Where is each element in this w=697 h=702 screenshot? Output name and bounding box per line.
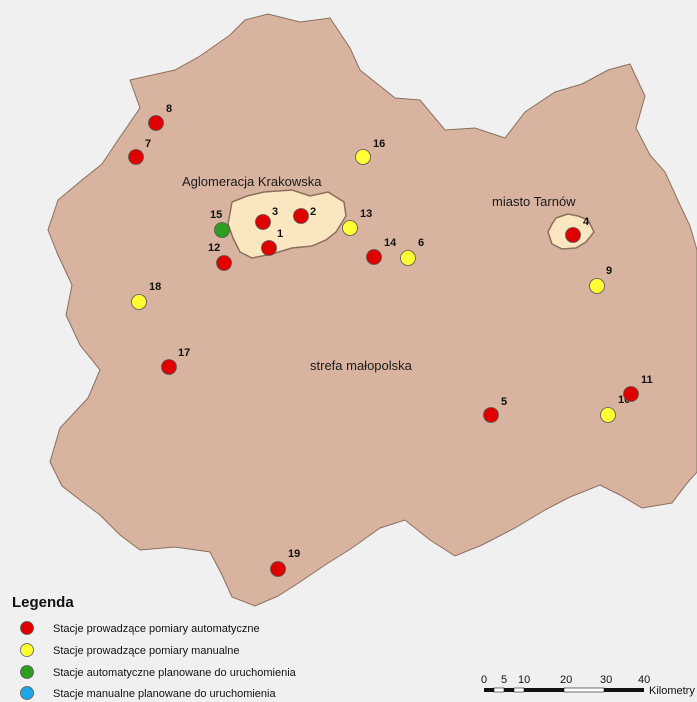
legend-title: Legenda bbox=[12, 594, 74, 611]
station-label-2: 2 bbox=[310, 206, 316, 218]
station-label-11: 11 bbox=[641, 374, 653, 386]
scale-seg-1 bbox=[484, 688, 494, 692]
scale-seg-6 bbox=[563, 687, 605, 693]
legend-dot-auto bbox=[20, 621, 34, 635]
scale-seg-7 bbox=[604, 688, 644, 692]
station-label-13: 13 bbox=[360, 208, 372, 220]
scale-bar: 0 5 10 20 30 40 Kilometry bbox=[481, 674, 695, 697]
legend-label-auto: Stacje prowadzące pomiary automatyczne bbox=[53, 623, 260, 635]
legend-label-manual-planned: Stacje manualne planowane do uruchomieni… bbox=[53, 688, 276, 700]
scale-unit: Kilometry bbox=[649, 685, 695, 697]
station-marker-5[interactable]: 5 bbox=[483, 396, 508, 423]
station-label-18: 18 bbox=[149, 281, 161, 293]
station-label-8: 8 bbox=[166, 103, 172, 115]
scale-seg-4 bbox=[513, 687, 525, 693]
legend: Legenda Stacje prowadzące pomiary automa… bbox=[12, 594, 297, 700]
legend-dot-auto-planned bbox=[20, 665, 34, 679]
scale-tick-5: 5 bbox=[501, 674, 507, 686]
station-marker-1[interactable]: 1 bbox=[261, 228, 284, 256]
scale-tick-20: 20 bbox=[560, 674, 572, 686]
legend-label-auto-planned: Stacje automatyczne planowane do uruchom… bbox=[53, 667, 297, 679]
station-label-6: 6 bbox=[418, 237, 424, 249]
station-marker-18[interactable]: 18 bbox=[131, 281, 162, 310]
station-marker-8[interactable]: 8 bbox=[148, 103, 173, 131]
scale-tick-40: 40 bbox=[638, 674, 650, 686]
station-label-17: 17 bbox=[178, 347, 190, 359]
krakow-agglomeration-area bbox=[227, 189, 347, 259]
station-label-5: 5 bbox=[501, 396, 507, 408]
station-marker-7[interactable]: 7 bbox=[128, 138, 152, 165]
legend-item-manual: Stacje prowadzące pomiary manualne bbox=[20, 643, 240, 657]
strefa-label: strefa małopolska bbox=[310, 358, 413, 373]
station-marker-12[interactable]: 12 bbox=[208, 242, 232, 271]
legend-dot-manual-planned bbox=[20, 686, 34, 700]
scale-tick-0: 0 bbox=[481, 674, 487, 686]
strefa-malopolska-area bbox=[47, 13, 697, 607]
station-label-1: 1 bbox=[277, 228, 283, 240]
station-marker-19[interactable]: 19 bbox=[270, 548, 301, 577]
legend-label-manual: Stacje prowadzące pomiary manualne bbox=[53, 645, 240, 657]
tarnow-label: miasto Tarnów bbox=[492, 194, 576, 209]
station-label-4: 4 bbox=[583, 216, 590, 228]
station-marker-14[interactable]: 14 bbox=[366, 237, 398, 265]
scale-seg-5 bbox=[524, 688, 564, 692]
station-marker-4[interactable]: 4 bbox=[565, 216, 591, 243]
scale-tick-10: 10 bbox=[518, 674, 530, 686]
station-marker-6[interactable]: 6 bbox=[400, 237, 425, 266]
station-label-3: 3 bbox=[272, 206, 278, 218]
scale-seg-2 bbox=[493, 687, 505, 693]
legend-dot-manual bbox=[20, 643, 34, 657]
station-marker-16[interactable]: 16 bbox=[355, 138, 386, 165]
station-label-15: 15 bbox=[210, 209, 222, 221]
station-marker-2[interactable]: 2 bbox=[293, 206, 317, 224]
station-label-19: 19 bbox=[288, 548, 300, 560]
station-marker-13[interactable]: 13 bbox=[342, 208, 373, 236]
scale-tick-30: 30 bbox=[600, 674, 612, 686]
legend-item-auto: Stacje prowadzące pomiary automatyczne bbox=[20, 621, 260, 635]
station-label-7: 7 bbox=[145, 138, 151, 150]
station-marker-17[interactable]: 17 bbox=[161, 347, 191, 375]
scale-seg-3 bbox=[504, 688, 514, 692]
legend-item-manual-planned: Stacje manualne planowane do uruchomieni… bbox=[20, 686, 276, 700]
station-marker-9[interactable]: 9 bbox=[589, 265, 613, 294]
station-label-14: 14 bbox=[384, 237, 397, 249]
legend-item-auto-planned: Stacje automatyczne planowane do uruchom… bbox=[20, 665, 297, 679]
station-label-16: 16 bbox=[373, 138, 385, 150]
station-marker-3[interactable]: 3 bbox=[255, 206, 279, 230]
krakow-label: Aglomeracja Krakowska bbox=[182, 174, 322, 189]
station-marker-11[interactable]: 11 bbox=[623, 374, 653, 402]
station-label-9: 9 bbox=[606, 265, 612, 277]
station-marker-15[interactable]: 15 bbox=[210, 209, 230, 238]
station-label-12: 12 bbox=[208, 242, 220, 254]
